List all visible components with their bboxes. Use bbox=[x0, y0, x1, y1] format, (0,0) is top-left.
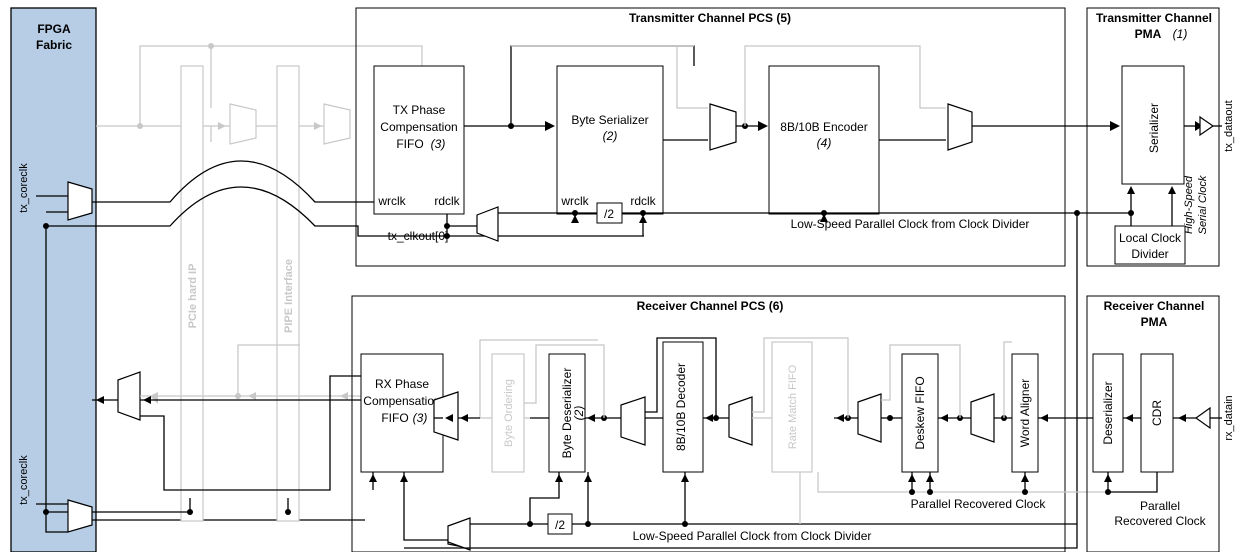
tx-pma-title1: Transmitter Channel bbox=[1096, 11, 1212, 25]
tx-clkout-mux bbox=[476, 206, 499, 242]
byte-deserializer bbox=[548, 353, 586, 473]
8b10b-decoder bbox=[662, 341, 704, 473]
encoder-label: 8B/10B Encoder bbox=[780, 120, 867, 134]
deskew-label: Deskew FIFO bbox=[913, 376, 927, 449]
deserializer-label: Deserializer bbox=[1101, 381, 1115, 444]
pma-parallel-recovered-2: Recovered Clock bbox=[1114, 514, 1206, 528]
rx-mux-2 bbox=[620, 396, 646, 446]
serializer bbox=[1121, 65, 1185, 185]
cdr-label: CDR bbox=[1150, 400, 1164, 426]
fpga-fabric-panel bbox=[10, 7, 97, 552]
rx-phase-fifo-line3: FIFO bbox=[381, 411, 408, 425]
fpga-title-line2: Fabric bbox=[36, 38, 72, 52]
word-aligner-label: Word Aligner bbox=[1018, 379, 1032, 447]
tx-pma-title2: PMA bbox=[1135, 27, 1162, 41]
byte-ordering-label: Byte Ordering bbox=[503, 379, 515, 447]
rx-mux-1 bbox=[433, 391, 459, 441]
rx-phase-fifo-line2: Compensation bbox=[363, 394, 440, 408]
tx-encoder-bypass-mux bbox=[709, 103, 737, 151]
tx-dataout-label: tx_dataout bbox=[1223, 100, 1235, 151]
tx-coreclk-bottom-label: tx_coreclk bbox=[18, 455, 30, 505]
pma-parallel-recovered-1: Parallel bbox=[1140, 499, 1180, 513]
tx-phase-fifo-line1: TX Phase bbox=[393, 103, 446, 117]
high-speed-label-2: Serial Clock bbox=[1197, 175, 1209, 234]
rx-pma-title2: PMA bbox=[1141, 315, 1168, 329]
tx-phase-fifo-note: (3) bbox=[431, 137, 446, 151]
rx-mux-3 bbox=[728, 396, 753, 446]
fpga-rx-mux-top bbox=[117, 371, 141, 421]
tx-output-mux bbox=[947, 103, 973, 151]
fpga-title-line1: FPGA bbox=[37, 22, 71, 36]
pipe-interface-column bbox=[276, 65, 300, 522]
tx-fifo-rdclk: rdclk bbox=[434, 194, 460, 208]
tx-low-speed-clock-label: Low-Speed Parallel Clock from Clock Divi… bbox=[791, 217, 1030, 231]
byte-ordering bbox=[491, 353, 525, 473]
tx-pcs-panel bbox=[355, 7, 1066, 267]
rx-pcs-panel bbox=[351, 295, 1066, 552]
serializer-label: Serializer bbox=[1147, 103, 1161, 153]
deskew-fifo bbox=[901, 353, 939, 473]
tx-phase-fifo-line3: FIFO bbox=[396, 137, 423, 151]
rx-div2-label: /2 bbox=[555, 518, 565, 532]
local-clock-divider-line2: Divider bbox=[1131, 247, 1168, 261]
rx-mux-5 bbox=[970, 393, 995, 443]
local-clock-divider bbox=[1114, 225, 1186, 265]
tx-output-buffer bbox=[1199, 115, 1215, 137]
rx-datain-label: rx_datain bbox=[1223, 395, 1235, 440]
tx-fifo-wrclk: wrclk bbox=[377, 194, 406, 208]
rx-mux-4 bbox=[857, 393, 882, 443]
tx-phase-fifo-line2: Compensation bbox=[380, 120, 457, 134]
high-speed-label-1: High-Speed bbox=[1183, 175, 1195, 234]
fpga-rx-mux-bottom bbox=[67, 499, 93, 533]
byte-serializer-rdclk: rdclk bbox=[630, 194, 656, 208]
byte-serializer-wrclk: wrclk bbox=[560, 194, 589, 208]
rx-phase-fifo-line1: RX Phase bbox=[375, 377, 429, 391]
8b10b-encoder bbox=[768, 65, 880, 215]
rx-pma-title1: Receiver Channel bbox=[1104, 299, 1205, 313]
rx-input-buffer bbox=[1194, 406, 1211, 430]
rate-match-label: Rate Match FIFO bbox=[787, 364, 799, 449]
rx-pcs-title: Receiver Channel PCS (6) bbox=[637, 299, 784, 313]
tx-pcs-title: Transmitter Channel PCS (5) bbox=[629, 11, 791, 25]
cdr bbox=[1140, 353, 1174, 473]
local-clock-divider-line1: Local Clock bbox=[1119, 231, 1182, 245]
rx-clkout-mux bbox=[447, 517, 471, 551]
byte-serializer bbox=[556, 65, 664, 215]
byte-serializer-note: (2) bbox=[603, 129, 618, 143]
pcie-hard-ip-column bbox=[180, 65, 204, 522]
tx-pma-title-note: (1) bbox=[1173, 27, 1188, 41]
pcie-hard-ip-label: PCIe hard IP bbox=[187, 264, 199, 329]
decoder-label: 8B/10B Decoder bbox=[674, 363, 688, 451]
tx-clkout-label: tx_clkout[0] bbox=[388, 229, 449, 243]
word-aligner bbox=[1011, 353, 1039, 473]
rate-match-fifo bbox=[771, 341, 813, 473]
deserializer bbox=[1092, 353, 1124, 473]
fpga-tx-mux bbox=[67, 181, 93, 221]
tx-div2-label: /2 bbox=[604, 207, 614, 221]
encoder-note: (4) bbox=[817, 136, 832, 150]
tx-pma-panel bbox=[1086, 7, 1220, 267]
parallel-recovered-clock-label: Parallel Recovered Clock bbox=[911, 497, 1047, 511]
rx-pma-panel bbox=[1086, 295, 1220, 552]
tx-coreclk-top-label: tx_coreclk bbox=[18, 163, 30, 213]
pipe-interface-label: PIPE Interface bbox=[283, 259, 295, 333]
tx-phase-compensation-fifo bbox=[373, 65, 465, 215]
byte-deserializer-label: Byte Deserializer bbox=[560, 368, 574, 459]
byte-deserializer-note: (2) bbox=[572, 406, 586, 421]
rx-phase-fifo-note: (3) bbox=[413, 411, 428, 425]
byte-serializer-label: Byte Serializer bbox=[571, 113, 648, 127]
rx-low-speed-clock-label: Low-Speed Parallel Clock from Clock Divi… bbox=[633, 529, 872, 543]
